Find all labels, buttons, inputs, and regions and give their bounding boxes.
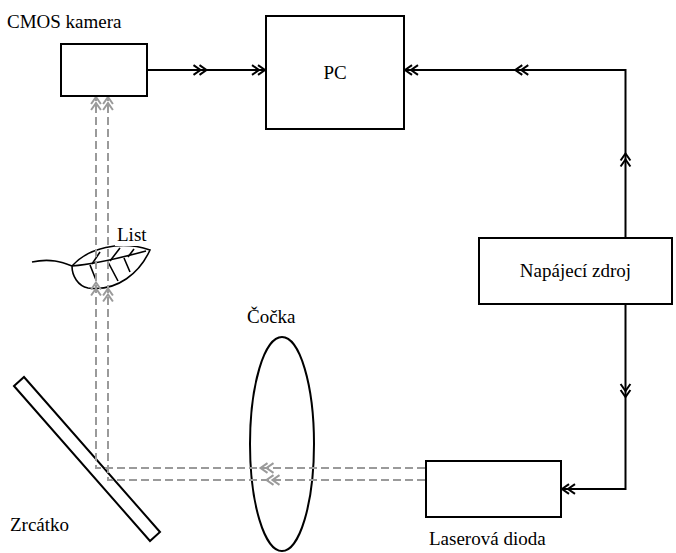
cable-arrow [405, 65, 630, 237]
node-text: Laserová dioda [429, 528, 546, 550]
lens-shape [250, 337, 314, 551]
node-text: PC [323, 62, 346, 84]
camera-box: CMOS kamera [60, 43, 148, 97]
pc-box: PC [265, 15, 405, 130]
mirror-label: Zrcátko [8, 514, 71, 536]
node-text: Napájecí zdroj [520, 260, 631, 282]
lens-label: Čočka [245, 306, 298, 328]
laser-beam [91, 97, 425, 485]
leaf-label: List [115, 224, 149, 246]
node-text: CMOS kamera [7, 11, 122, 33]
cable-arrow [562, 305, 630, 494]
laser-diode-box: Laserová dioda [425, 460, 562, 518]
power-supply-box: Napájecí zdroj [478, 237, 673, 305]
cable-arrow [148, 65, 265, 75]
leaf-shape [32, 246, 150, 289]
